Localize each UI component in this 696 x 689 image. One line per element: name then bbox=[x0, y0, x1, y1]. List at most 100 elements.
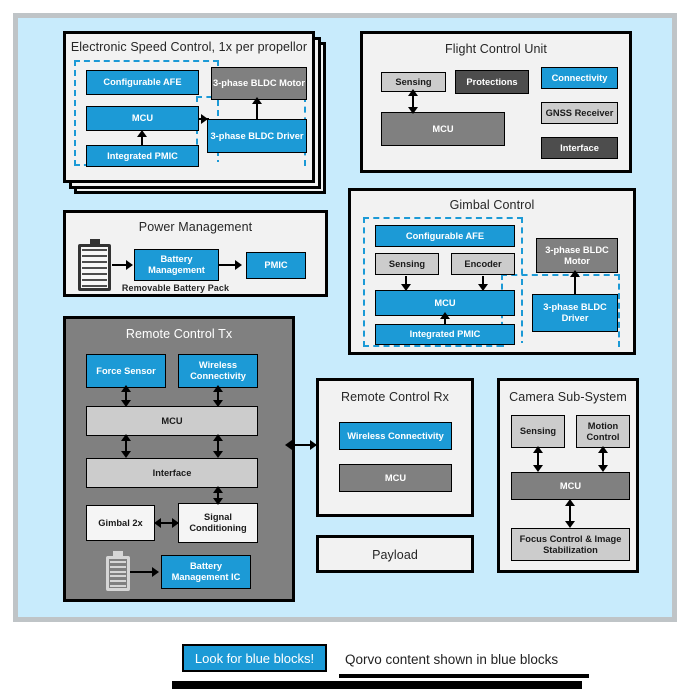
esc-block-configurable-afe[interactable]: Configurable AFE bbox=[86, 70, 199, 95]
rc-rx-block-mcu[interactable]: MCU bbox=[339, 464, 452, 492]
rc-tx-block-wireless-connectivity[interactable]: Wireless Connectivity bbox=[178, 354, 258, 388]
power-block-battery-management[interactable]: Battery Management bbox=[134, 249, 219, 281]
rc-tx-arrow-gimbal-signal-head-left bbox=[154, 518, 161, 528]
camera-arrow-motion-mcu-head-up bbox=[598, 446, 608, 453]
fcu-block-connectivity[interactable]: Connectivity bbox=[541, 67, 618, 89]
rc-tx-arrow-mcu-interface-left-head-down bbox=[121, 451, 131, 458]
camera-block-sensing[interactable]: Sensing bbox=[511, 415, 565, 448]
rc-tx-arrow-wireless-mcu-head-down bbox=[213, 400, 223, 407]
rc-tx-arrow-wireless-mcu-line bbox=[217, 390, 219, 404]
esc-dash-mask-b bbox=[199, 162, 304, 168]
fcu-arrow-sensing-mcu-line bbox=[412, 94, 414, 112]
gimbal-block-integrated-pmic[interactable]: Integrated PMIC bbox=[375, 324, 515, 345]
esc-title: Electronic Speed Control, 1x per propell… bbox=[70, 40, 308, 54]
power-caption: Removable Battery Pack bbox=[121, 283, 230, 293]
camera-title: Camera Sub-System bbox=[509, 390, 627, 404]
gimbal-arrow-driver-motor-head bbox=[570, 270, 580, 277]
group-camera-sub-system[interactable]: Camera Sub-System Sensing Motion Control… bbox=[497, 378, 639, 573]
gimbal-block-bldc-motor[interactable]: 3-phase BLDC Motor bbox=[536, 238, 618, 273]
camera-arrow-motion-mcu-line bbox=[602, 450, 604, 470]
rc-tx-arrow-force-mcu-line bbox=[125, 390, 127, 404]
camera-block-focus-control[interactable]: Focus Control & Image Stabilization bbox=[511, 528, 630, 561]
esc-arrow-pmic-to-mcu-head bbox=[137, 130, 147, 137]
power-block-pmic[interactable]: PMIC bbox=[246, 252, 306, 279]
camera-arrow-motion-mcu-head-down bbox=[598, 465, 608, 472]
group-remote-control-tx[interactable]: Remote Control Tx Force Sensor Wireless … bbox=[63, 316, 295, 602]
group-payload[interactable]: Payload bbox=[316, 535, 474, 573]
gimbal-arrow-pmic-mcu-head bbox=[440, 312, 450, 319]
rc-tx-arrow-battery-bmic-head bbox=[152, 567, 159, 577]
power-title: Power Management bbox=[138, 220, 253, 234]
camera-arrow-mcu-focus-head-up bbox=[565, 499, 575, 506]
gimbal-dash-mask-b bbox=[504, 343, 618, 349]
gimbal-block-encoder[interactable]: Encoder bbox=[451, 253, 515, 275]
rc-tx-arrow-interface-signal-head-down bbox=[213, 498, 223, 505]
rc-tx-arrow-interface-signal-line bbox=[217, 490, 219, 502]
gimbal-arrow-encoder-mcu-line bbox=[482, 276, 484, 288]
gimbal-qorvo-dashed-region bbox=[363, 217, 523, 347]
camera-block-motion-control[interactable]: Motion Control bbox=[576, 415, 630, 448]
camera-arrow-sensing-mcu-line bbox=[537, 450, 539, 470]
rc-tx-arrow-battery-bmic-line bbox=[130, 571, 156, 573]
legend-blue-blocks-button[interactable]: Look for blue blocks! bbox=[182, 644, 327, 672]
fcu-block-protections[interactable]: Protections bbox=[455, 70, 529, 94]
rc-rx-block-wireless-connectivity[interactable]: Wireless Connectivity bbox=[339, 422, 452, 450]
fcu-block-mcu[interactable]: MCU bbox=[381, 112, 505, 146]
legend-note: Qorvo content shown in blue blocks bbox=[345, 652, 559, 667]
rc-tx-block-gimbal-2x[interactable]: Gimbal 2x bbox=[86, 505, 155, 541]
fcu-arrow-sensing-mcu-head-up bbox=[408, 89, 418, 96]
group-gimbal-control[interactable]: Gimbal Control Configurable AFE Sensing … bbox=[348, 188, 636, 355]
rc-tx-block-battery-management-ic[interactable]: Battery Management IC bbox=[161, 555, 251, 589]
payload-title: Payload bbox=[372, 548, 418, 562]
fcu-title: Flight Control Unit bbox=[445, 42, 547, 56]
camera-block-mcu[interactable]: MCU bbox=[511, 472, 630, 500]
power-arrow-mgmt-to-pmic-head bbox=[235, 260, 242, 270]
rc-tx-arrow-gimbal-signal-line bbox=[156, 522, 178, 524]
gimbal-block-configurable-afe[interactable]: Configurable AFE bbox=[375, 225, 515, 247]
bottom-rule bbox=[172, 681, 582, 689]
esc-block-mcu[interactable]: MCU bbox=[86, 106, 199, 131]
gimbal-arrow-encoder-mcu-head bbox=[478, 284, 488, 291]
esc-block-integrated-pmic[interactable]: Integrated PMIC bbox=[86, 145, 199, 167]
tx-rx-link-head-right bbox=[310, 440, 317, 450]
rc-tx-arrow-mcu-interface-right-line bbox=[217, 439, 219, 455]
esc-arrow-driver-to-motor-head bbox=[252, 97, 262, 104]
camera-arrow-sensing-mcu-head-up bbox=[533, 446, 543, 453]
tx-rx-link-line bbox=[288, 444, 318, 446]
fcu-block-interface[interactable]: Interface bbox=[541, 137, 618, 159]
group-flight-control-unit[interactable]: Flight Control Unit Sensing Protections … bbox=[360, 31, 632, 173]
tx-rx-link-head-left bbox=[285, 440, 292, 450]
camera-arrow-mcu-focus-line bbox=[569, 503, 571, 525]
esc-block-bldc-motor[interactable]: 3-phase BLDC Motor bbox=[211, 67, 307, 100]
group-power-management[interactable]: Power Management Battery Management PMIC… bbox=[63, 210, 328, 297]
camera-arrow-mcu-focus-head-down bbox=[565, 521, 575, 528]
gimbal-block-sensing[interactable]: Sensing bbox=[375, 253, 439, 275]
rc-tx-block-signal-conditioning[interactable]: Signal Conditioning bbox=[178, 503, 258, 543]
rc-tx-arrow-interface-signal-head-up bbox=[213, 486, 223, 493]
power-arrow-battery-to-mgmt-line bbox=[112, 264, 129, 266]
rc-tx-arrow-mcu-interface-right-head-down bbox=[213, 451, 223, 458]
rc-tx-block-mcu[interactable]: MCU bbox=[86, 406, 258, 436]
group-electronic-speed-control[interactable]: Electronic Speed Control, 1x per propell… bbox=[63, 31, 315, 183]
rc-tx-block-force-sensor[interactable]: Force Sensor bbox=[86, 354, 166, 388]
fcu-block-gnss-receiver[interactable]: GNSS Receiver bbox=[541, 102, 618, 124]
rc-tx-block-interface[interactable]: Interface bbox=[86, 458, 258, 488]
rc-rx-title: Remote Control Rx bbox=[341, 390, 449, 404]
rc-tx-arrow-mcu-interface-left-line bbox=[125, 439, 127, 455]
esc-arrow-driver-to-motor-line bbox=[256, 102, 258, 120]
gimbal-arrow-pmic-mcu-line bbox=[444, 317, 446, 325]
rc-tx-title: Remote Control Tx bbox=[125, 327, 233, 341]
power-arrow-mgmt-to-pmic-line bbox=[219, 264, 237, 266]
gimbal-title: Gimbal Control bbox=[449, 198, 535, 212]
rc-tx-arrow-force-mcu-head-up bbox=[121, 385, 131, 392]
gimbal-arrow-sensing-mcu-line bbox=[405, 276, 407, 288]
esc-block-bldc-driver[interactable]: 3-phase BLDC Driver bbox=[207, 119, 307, 153]
battery-icon bbox=[78, 239, 111, 291]
group-remote-control-rx[interactable]: Remote Control Rx Wireless Connectivity … bbox=[316, 378, 474, 517]
rc-tx-arrow-force-mcu-head-down bbox=[121, 400, 131, 407]
camera-arrow-sensing-mcu-head-down bbox=[533, 465, 543, 472]
rc-tx-arrow-mcu-interface-left-head-up bbox=[121, 434, 131, 441]
fcu-arrow-sensing-mcu-head-down bbox=[408, 107, 418, 114]
gimbal-block-bldc-driver[interactable]: 3-phase BLDC Driver bbox=[532, 294, 618, 332]
